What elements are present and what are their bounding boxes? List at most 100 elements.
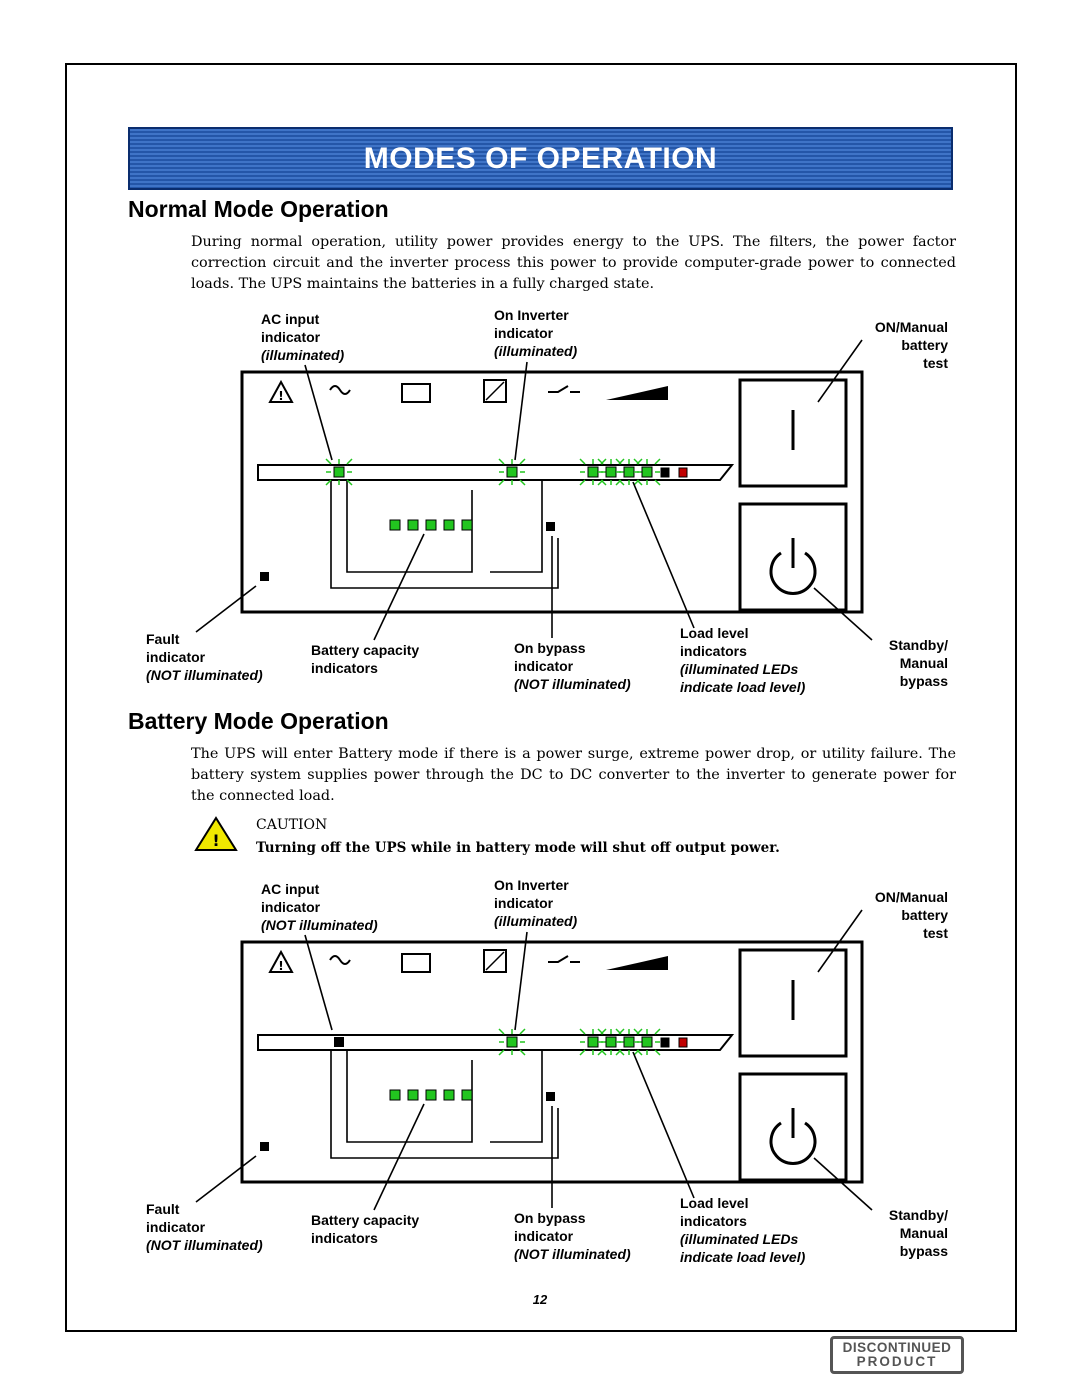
power-icon (769, 551, 817, 595)
load-level-led-glow (654, 1028, 661, 1035)
load-level-callout (632, 481, 695, 629)
on-bypass-led (546, 522, 555, 531)
load-icon (606, 956, 668, 970)
fault-callout (195, 1155, 257, 1203)
load-level-led-glow (579, 1049, 586, 1056)
ac-icon (329, 955, 351, 965)
on-bypass-led (546, 1092, 555, 1101)
battery-mode-heading: Battery Mode Operation (128, 708, 389, 734)
load-level-led (605, 1036, 617, 1048)
ups-panel-svg: ! (195, 909, 873, 1211)
load-level-led-glow (654, 458, 661, 465)
flow-line (490, 1050, 543, 1143)
load-level-led-glow (654, 1049, 661, 1056)
on-inverter-led-glow (498, 1049, 505, 1056)
page-number: 12 (532, 1292, 548, 1307)
fault-icon-mark: ! (278, 959, 283, 973)
svg-text:!: ! (212, 831, 219, 850)
on-inverter-led-glow (519, 1028, 526, 1035)
normal-mode-heading: Normal Mode Operation (128, 196, 389, 222)
discontinued-stamp: DISCONTINUED PRODUCT (830, 1336, 964, 1374)
load-level-callout (632, 1051, 695, 1199)
load-level-led-glow (615, 479, 622, 486)
bypass-icon (548, 955, 580, 963)
load-level-led (623, 1036, 635, 1048)
load-level-led (587, 1036, 599, 1048)
battery-capacity-led (461, 519, 473, 531)
load-level-led (660, 467, 670, 478)
inverter-icon-diag (485, 381, 505, 401)
battery-capacity-led (461, 1089, 473, 1101)
standby-callout (813, 1157, 873, 1211)
ac-input-led (334, 1037, 344, 1047)
led-bar (257, 464, 735, 481)
on-inverter-callout (514, 931, 528, 1031)
ups-panel-svg: ! (195, 339, 873, 641)
ac-input-led (333, 466, 345, 478)
load-level-led-glow (579, 458, 586, 465)
fault-callout (195, 585, 257, 633)
caution-title: CAUTION (256, 817, 328, 833)
on-inverter-led (506, 1036, 518, 1048)
battery-capacity-led (389, 519, 401, 531)
fault-led (260, 572, 269, 581)
battery-capacity-led (443, 1089, 455, 1101)
battery-capacity-callout (373, 533, 425, 641)
warning-icon: ! (194, 816, 238, 851)
fault-icon-mark: ! (278, 389, 283, 403)
load-level-led (605, 466, 617, 478)
bypass-icon (548, 385, 580, 393)
inverter-icon-diag (485, 951, 505, 971)
load-level-led-glow (579, 479, 586, 486)
battery-capacity-callout (373, 1103, 425, 1211)
ac-input-callout (304, 364, 333, 461)
on-inverter-led-glow (498, 1028, 505, 1035)
ac-icon (329, 385, 351, 395)
inverter-icon (483, 949, 507, 973)
caution-text: Turning off the UPS while in battery mod… (256, 840, 780, 856)
ac-input-led-glow (346, 458, 353, 465)
ac-input-callout (304, 934, 333, 1031)
battery-capacity-led (407, 1089, 419, 1101)
on-inverter-led-glow (519, 479, 526, 486)
flow-line (490, 480, 543, 573)
load-level-led (623, 466, 635, 478)
led-bar (257, 1034, 735, 1051)
load-level-led-glow (633, 1028, 640, 1035)
load-level-led (587, 466, 599, 478)
battery-capacity-led (425, 519, 437, 531)
load-level-led (641, 1036, 653, 1048)
load-level-led-glow (597, 458, 604, 465)
on-inverter-callout (514, 361, 528, 461)
flow-line (330, 1050, 559, 1159)
load-level-led (641, 466, 653, 478)
on-inverter-led-glow (519, 458, 526, 465)
load-level-led-glow (615, 1049, 622, 1056)
page-border (65, 63, 1017, 1332)
load-level-led-glow (597, 1049, 604, 1056)
on-manual-callout (817, 339, 863, 403)
fault-icon (268, 949, 294, 973)
battery-icon (401, 383, 431, 403)
load-level-led-glow (615, 458, 622, 465)
load-level-led (678, 467, 688, 478)
load-level-led-glow (615, 1028, 622, 1035)
load-level-led-glow (654, 479, 661, 486)
flow-line (330, 480, 559, 589)
battery-capacity-led (389, 1089, 401, 1101)
on-inverter-led-glow (498, 458, 505, 465)
load-level-led (660, 1037, 670, 1048)
on-inverter-led-glow (498, 479, 505, 486)
on-inverter-led (506, 466, 518, 478)
